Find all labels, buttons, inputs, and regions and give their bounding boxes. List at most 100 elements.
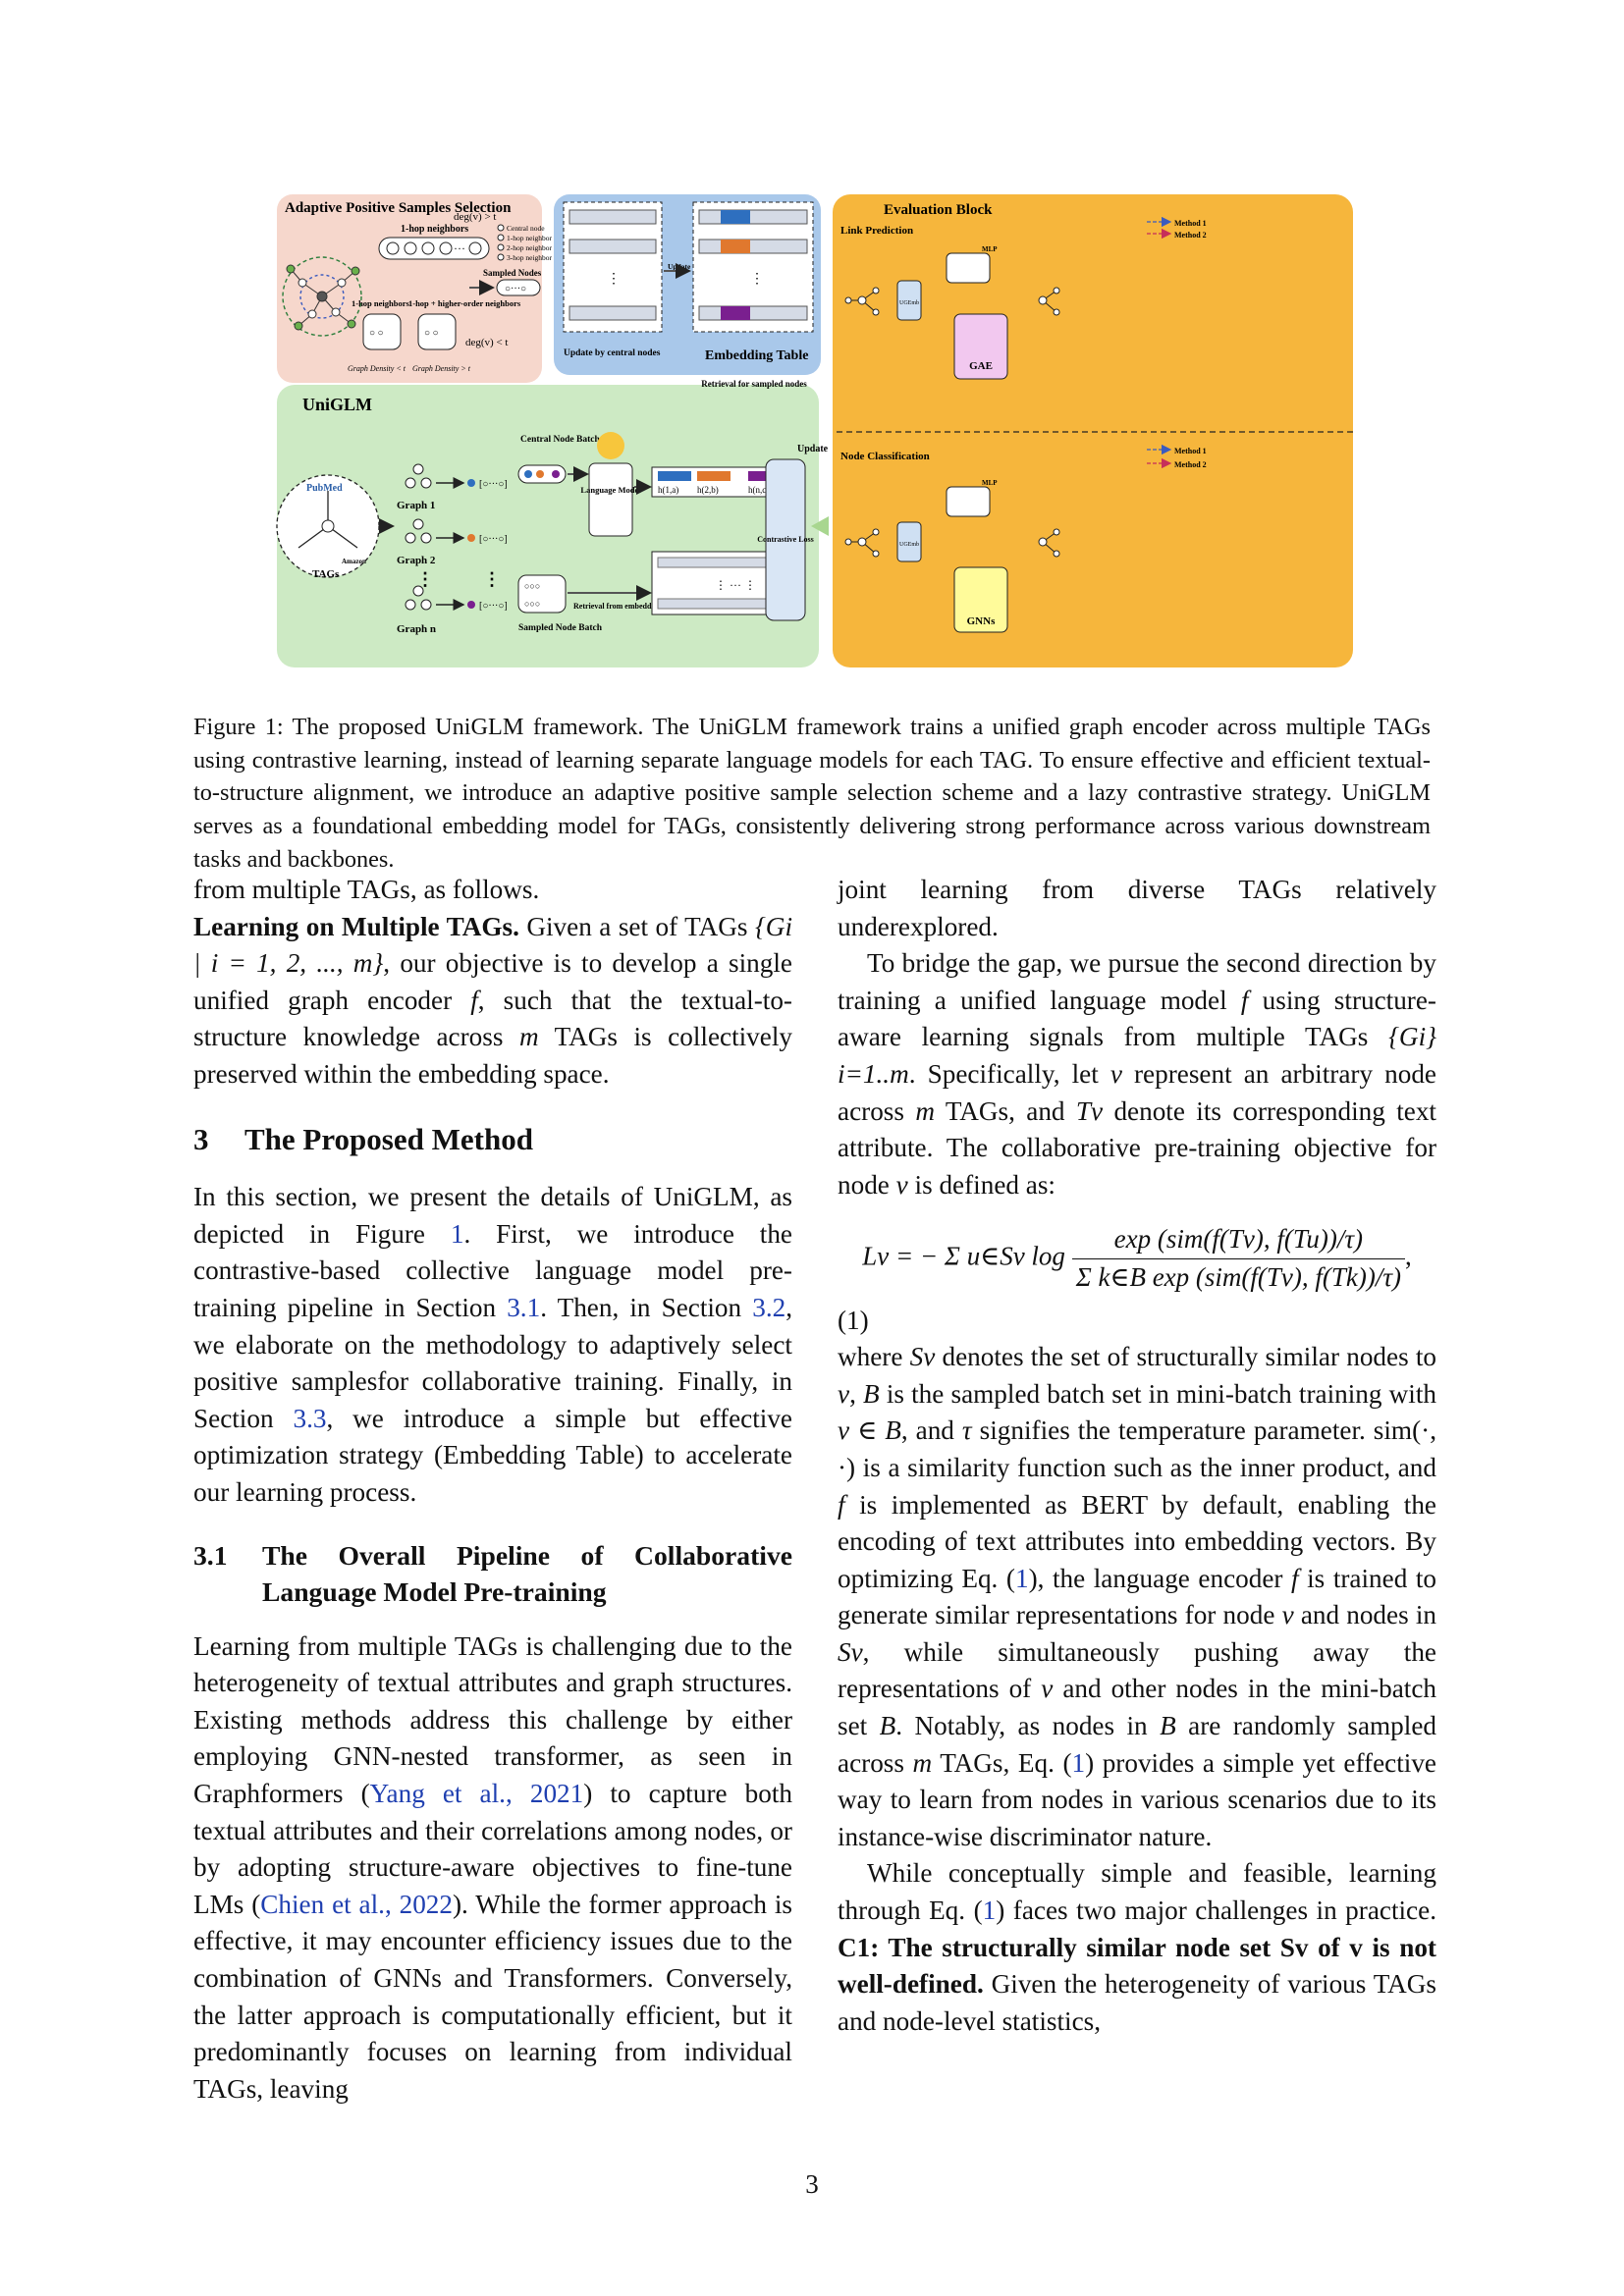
eval-small-graphs: [844, 287, 1060, 558]
citation-chien-2022[interactable]: Chien et al., 2022: [260, 1889, 453, 1919]
svg-text:2-hop neighbor: 2-hop neighbor: [507, 243, 553, 252]
adaptive-title: Adaptive Positive Samples Selection: [285, 200, 512, 216]
retrieval-embedding-label: Retrieval from embedding table: [573, 602, 680, 611]
evaluation-panel: [833, 194, 1353, 667]
ugemb-box-1: [896, 280, 922, 321]
higher-order-label: 1-hop + higher-order neighbors: [408, 298, 521, 308]
gae-box: [953, 313, 1008, 380]
tags-label: TAGs: [312, 568, 340, 580]
svg-text:···: ···: [454, 241, 465, 255]
deg-lt-label: deg(v) < t: [465, 337, 508, 348]
left-column: from multiple TAGs, as follows. Learning…: [193, 872, 792, 2108]
section-3-2-link[interactable]: 3.2: [752, 1292, 786, 1322]
equation-lhs: Lv = − Σ u∈Sv log: [862, 1241, 1065, 1271]
svg-text:MLP: MLP: [982, 245, 998, 253]
svg-text:○ ○: ○ ○: [424, 328, 439, 339]
evaluation-title: Evaluation Block: [884, 202, 993, 218]
svg-text:⋮: ⋮: [483, 569, 501, 589]
equation-numerator: exp (sim(f(Tv), f(Tu))/τ): [1071, 1221, 1406, 1259]
h3-label: h(n,c): [748, 485, 769, 495]
one-hop-label-2: 1-hop neighbors: [352, 298, 409, 308]
equation-number: (1): [838, 1305, 869, 1335]
contrastive-loss-label: Contrastive Loss: [757, 535, 814, 544]
section-3-3-link[interactable]: 3.3: [293, 1403, 327, 1433]
svg-text:3-hop neighbor: 3-hop neighbor: [507, 253, 553, 262]
node-classification-label: Node Classification: [840, 451, 930, 462]
language-model-box: [588, 462, 633, 537]
equation-denominator: Σ k∈B exp (sim(f(Tv), f(Tk))/τ): [1075, 1261, 1402, 1292]
left-paragraph-0: from multiple TAGs, as follows.: [193, 875, 540, 904]
density-lt: Graph Density < t: [348, 364, 406, 373]
pubmed-logo: PubMed: [306, 483, 343, 494]
svg-text:UGEmb: UGEmb: [899, 542, 919, 548]
left-paragraph-1: Learning on Multiple TAGs. Given a set o…: [193, 911, 792, 1089]
svg-text:○···○: ○···○: [505, 284, 526, 294]
citation-yang-2021[interactable]: Yang et al., 2021: [369, 1779, 584, 1809]
mlp-box-2: [946, 486, 991, 517]
graph-2-label: Graph 2: [397, 555, 436, 566]
svg-text:GAE: GAE: [969, 360, 993, 372]
ugemb-box-2: [896, 521, 922, 562]
challenge-c1: C1: The structurally similar node set Sv…: [838, 1932, 1436, 2000]
svg-text:⋮: ⋮: [607, 272, 621, 287]
figure-caption: Figure 1: The proposed UniGLM framework.…: [193, 714, 1431, 873]
right-paragraph-2: To bridge the gap, we pursue the second …: [838, 948, 1436, 1200]
density-gt: Graph Density > t: [412, 364, 471, 373]
learning-bold: Learning on Multiple TAGs.: [193, 911, 519, 941]
right-paragraph-1: joint learning from diverse TAGs relativ…: [838, 875, 1436, 941]
adaptive-graph-nodes: [286, 264, 360, 331]
eq-1-link-3[interactable]: 1: [982, 1896, 997, 1926]
svg-text:○○○: ○○○: [524, 581, 540, 591]
right-paragraph-3: where Sv denotes the set of structurally…: [838, 1342, 1437, 1851]
svg-text:UGEmb: UGEmb: [899, 300, 919, 306]
right-paragraph-4: While conceptually simple and feasible, …: [838, 1858, 1436, 2036]
svg-text:Method 2: Method 2: [1174, 460, 1207, 469]
adaptive-graph-outer: [282, 256, 362, 337]
amazon-logo: Amazon: [342, 558, 366, 565]
contrastive-loss-box: [765, 458, 806, 621]
svg-text:⋮ ··· ⋮: ⋮ ··· ⋮: [715, 578, 756, 592]
h2-label: h(2,b): [697, 485, 719, 495]
equation-1: Lv = − Σ u∈Sv log exp (sim(f(Tv), f(Tu))…: [838, 1221, 1436, 1296]
svg-text:[○···○]: [○···○]: [479, 601, 508, 612]
svg-text:Method 2: Method 2: [1174, 231, 1207, 240]
right-column: joint learning from diverse TAGs relativ…: [838, 872, 1436, 2040]
left-paragraph-2: In this section, we present the details …: [193, 1182, 792, 1507]
equation-fraction: exp (sim(f(Tv), f(Tu))/τ) Σ k∈B exp (sim…: [1071, 1221, 1406, 1296]
update-central-label: Update by central nodes: [564, 348, 661, 358]
gnns-box: [953, 566, 1008, 633]
central-batch-label: Central Node Batch: [520, 435, 600, 445]
section-3-1-link[interactable]: 3.1: [507, 1292, 541, 1322]
hugging-face-icon: [597, 432, 624, 459]
deg-gt-label: deg(v) > t: [454, 211, 496, 223]
eq-1-link-2[interactable]: 1: [1071, 1747, 1086, 1778]
eq-1-link[interactable]: 1: [1014, 1563, 1029, 1593]
adaptive-graph-inner: [299, 274, 345, 319]
figure-link[interactable]: 1: [450, 1218, 464, 1249]
page-number: 3: [805, 2169, 819, 2199]
sampled-batch-label: Sampled Node Batch: [518, 623, 603, 633]
svg-text:○○○: ○○○: [524, 599, 540, 609]
h1-label: h(1,a): [658, 485, 678, 495]
svg-text:Method 1: Method 1: [1174, 219, 1207, 228]
update-vertical: Update: [668, 262, 691, 271]
embedding-left-box: ⋮: [563, 201, 663, 333]
uniglm-title: UniGLM: [302, 395, 372, 414]
svg-text:[○···○]: [○···○]: [479, 534, 508, 545]
graph-1-label: Graph 1: [397, 500, 435, 511]
graph-rows: Graph 1 [○···○] Graph 2 [○···○] ⋮⋮ Graph…: [397, 463, 508, 635]
svg-text:Central node: Central node: [507, 224, 545, 233]
svg-text:⋮: ⋮: [750, 272, 764, 287]
svg-text:1-hop neighbor: 1-hop neighbor: [507, 234, 553, 242]
embedding-table-label: Embedding Table: [705, 348, 808, 363]
mlp-box-1: [946, 252, 991, 284]
graph-n-label: Graph n: [397, 623, 436, 635]
left-paragraph-3: Learning from multiple TAGs is challengi…: [193, 1630, 792, 2104]
svg-text:GNNs: GNNs: [967, 615, 996, 627]
figure-1: Adaptive Positive Samples Selection deg(…: [273, 192, 1357, 669]
framework-diagram: Adaptive Positive Samples Selection deg(…: [276, 194, 1353, 667]
embedding-right-box: ⋮: [692, 201, 814, 333]
